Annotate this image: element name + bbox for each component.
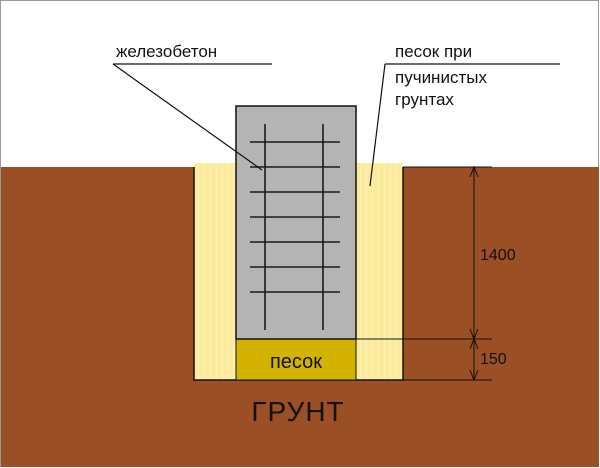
label-sand-heaving-3: грунтах xyxy=(395,90,454,109)
sand-backfill-right-hatch xyxy=(356,163,403,380)
dim-label-150: 150 xyxy=(480,351,507,368)
label-soil: ГРУНТ xyxy=(251,396,344,427)
dimension-lines xyxy=(356,165,492,382)
rebar-cage xyxy=(250,124,340,330)
dim-label-1400: 1400 xyxy=(480,247,516,264)
label-sand-heaving-1: песок при xyxy=(395,42,472,61)
sand-bed xyxy=(235,338,357,381)
leader-concrete xyxy=(112,63,263,171)
sand-backfill-left-hatch xyxy=(194,163,236,380)
leader-lines xyxy=(112,63,560,187)
concrete-pillar xyxy=(235,105,357,340)
arrow-up xyxy=(469,337,479,350)
label-reinforced-concrete: железобетон xyxy=(116,42,217,61)
leader-sand xyxy=(369,63,386,187)
arrow-up xyxy=(469,165,479,178)
soil-bottom xyxy=(194,380,403,467)
soil-left xyxy=(1,167,194,467)
arrow-down xyxy=(469,369,479,382)
label-sand-bed: песок xyxy=(270,351,322,373)
label-sand-heaving-2: пучинистых xyxy=(395,68,487,87)
soil-right xyxy=(403,167,599,467)
